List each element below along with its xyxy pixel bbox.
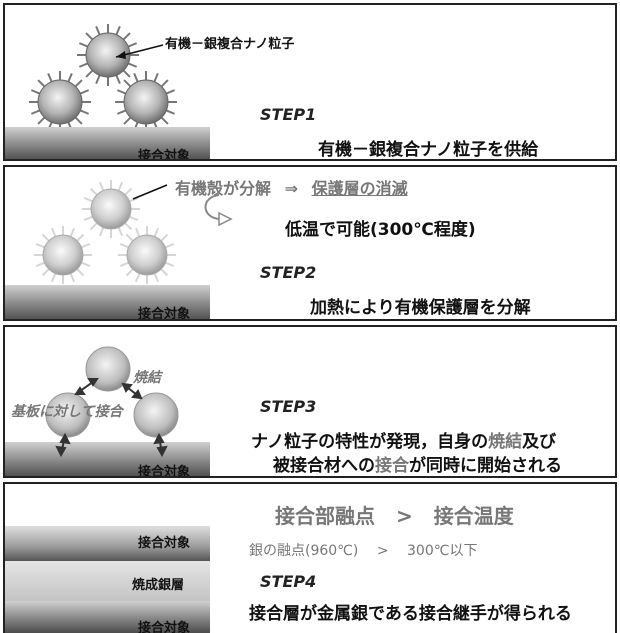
desc-text: ナノ粒子の特性が発現，自身の <box>251 432 489 452</box>
substrate-label: 接合対象 <box>138 307 191 321</box>
step3-illustration <box>5 346 210 476</box>
step2-illustration <box>5 180 233 319</box>
substrate-label: 接合対象 <box>138 465 191 478</box>
headline-a: 接合部融点 <box>275 504 375 528</box>
sinter-highlight: 焼結 <box>488 432 523 452</box>
headline-b: 接合温度 <box>433 504 514 528</box>
particle <box>133 392 179 438</box>
bond-label: 基板に対して接合 <box>11 404 123 420</box>
particle <box>126 234 168 276</box>
curved-arrow-icon <box>204 194 220 220</box>
desc-text: 被接合材への <box>273 456 375 476</box>
top-substrate <box>5 526 210 561</box>
layer-mid-label: 焼成銀層 <box>132 578 185 593</box>
spiky-particles <box>29 24 177 133</box>
implies-arrow: ⇒ <box>284 179 298 198</box>
particle <box>85 32 131 78</box>
step3-panel: 焼結 基板に対して接合 STEP3 ナノ粒子の特性が発現，自身の焼結及び 被接合… <box>3 325 617 478</box>
layer-top-label: 接合対象 <box>138 536 191 551</box>
result-label: 保護層の消滅 <box>311 179 408 198</box>
silver-melting-point: 銀の融点(960℃) > 300℃以下 <box>249 540 477 560</box>
step3-label: STEP3 <box>260 397 317 416</box>
substrate <box>5 127 210 159</box>
step3-description-line1: ナノ粒子の特性が発現，自身の焼結及び <box>251 427 556 452</box>
silver-temp: 300℃以下 <box>407 543 478 559</box>
step1-label: STEP1 <box>260 105 317 124</box>
step1-panel: 有機－銀複合ナノ粒子 STEP1 有機－銀複合ナノ粒子を供給 接合対象 <box>3 3 617 161</box>
bottom-substrate <box>5 601 210 633</box>
desc-text: が同時に開始される <box>409 456 562 476</box>
melting-point-headline: 接合部融点 > 接合温度 <box>275 500 514 529</box>
step4-label: STEP4 <box>260 572 317 591</box>
substrate-label: 接合対象 <box>138 149 191 161</box>
decomposing-particles <box>34 180 176 284</box>
silver-mp: 銀の融点(960℃) <box>249 543 359 559</box>
shell-decompose-line: 有機殻が分解 ⇒ 保護層の消滅 <box>175 175 408 199</box>
particle-label: 有機－銀複合ナノ粒子 <box>165 37 295 52</box>
substrate <box>5 285 210 319</box>
step1-description: 有機－銀複合ナノ粒子を供給 <box>318 140 539 160</box>
sinter-label: 焼結 <box>133 370 161 386</box>
particle <box>42 234 84 276</box>
step2-description: 加熱により有機保護層を分解 <box>310 298 531 318</box>
silver-op: > <box>376 543 389 559</box>
sintered-silver-layer <box>5 561 210 601</box>
pointer-arrow <box>132 184 168 200</box>
shell-label: 有機殻が分解 <box>175 179 272 198</box>
step4-illustration <box>5 526 210 633</box>
step2-panel: 有機殻が分解 ⇒ 保護層の消滅 低温で可能(300℃程度) STEP2 加熱によ… <box>3 165 617 321</box>
particle <box>90 188 132 230</box>
step4-panel: 接合対象 焼成銀層 接合対象 接合部融点 > 接合温度 銀の融点(960℃) >… <box>3 482 617 633</box>
headline-op: > <box>395 504 413 528</box>
particle <box>37 79 83 125</box>
desc-text: 及び <box>522 432 557 452</box>
bond-highlight: 接合 <box>375 456 409 476</box>
step4-description: 接合層が金属銀である接合継手が得られる <box>249 604 572 624</box>
step1-illustration <box>5 24 210 159</box>
low-temp-note: 低温で可能(300℃程度) <box>285 220 476 240</box>
step2-label: STEP2 <box>260 263 317 282</box>
substrate <box>5 442 210 476</box>
particle <box>123 79 169 125</box>
step3-description-line2: 被接合材への接合が同時に開始される <box>273 451 562 476</box>
layer-bottom-label: 接合対象 <box>138 621 191 633</box>
particle <box>45 392 91 438</box>
